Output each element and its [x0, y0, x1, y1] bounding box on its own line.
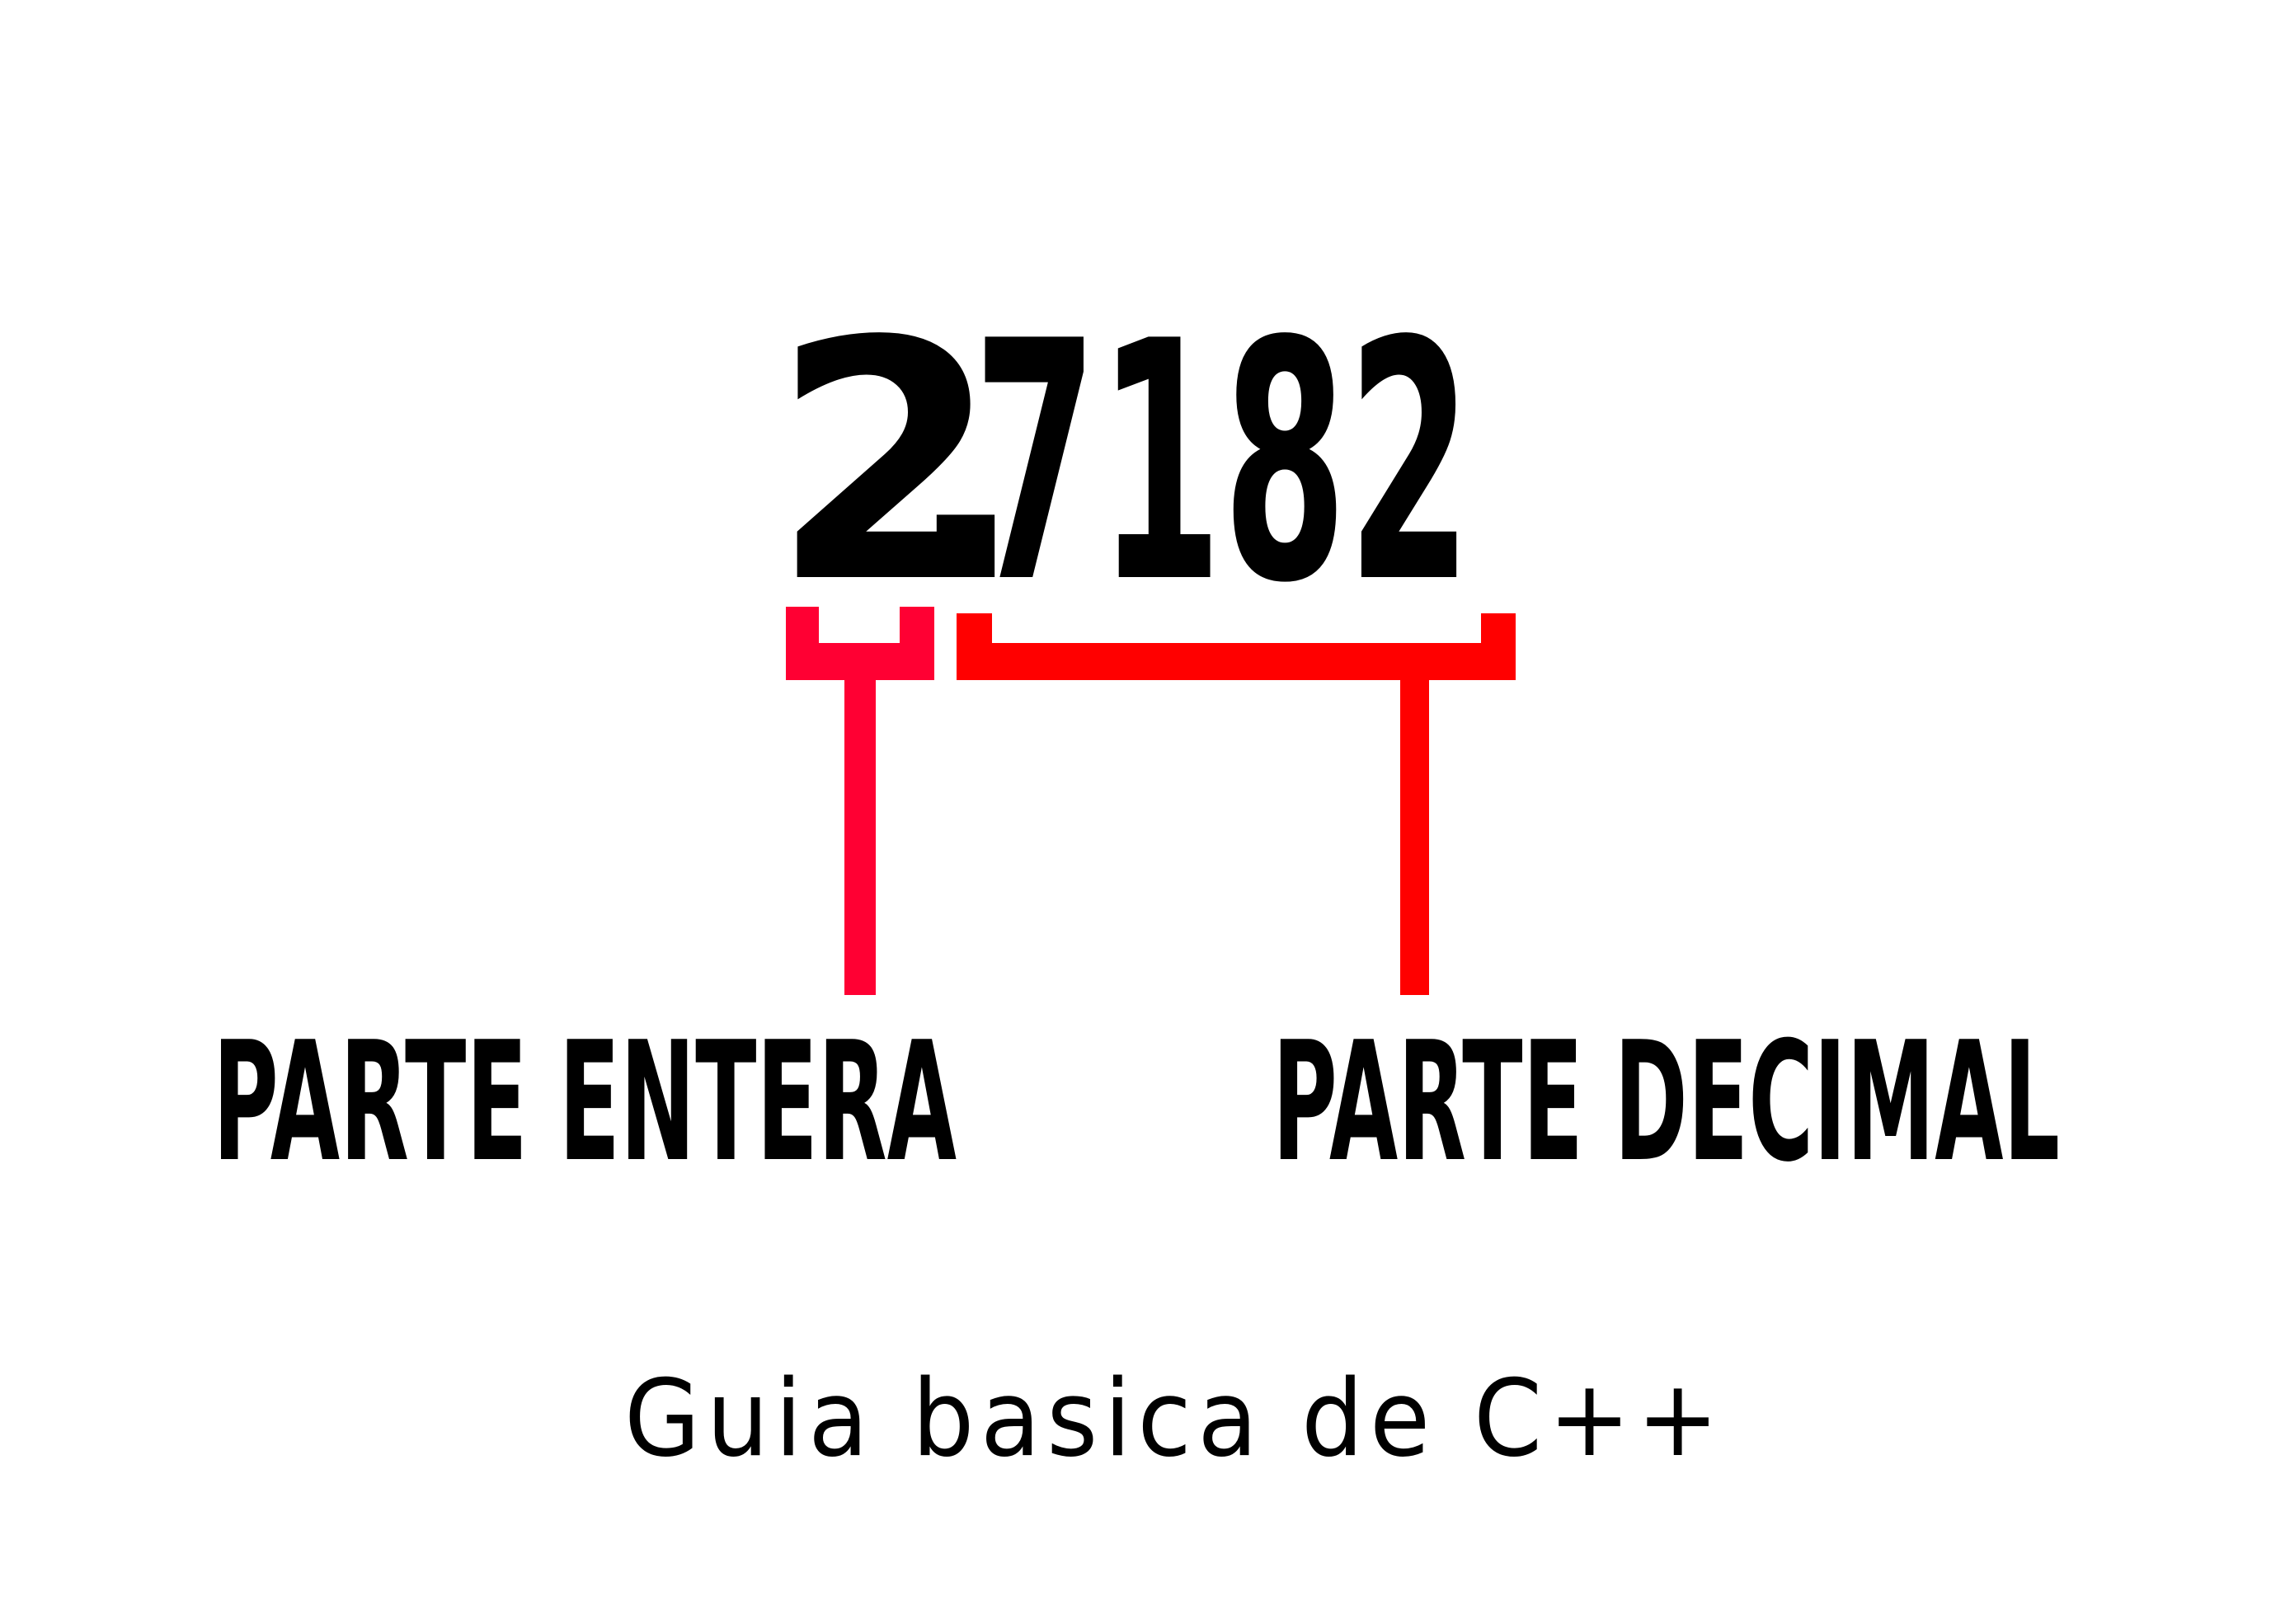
- decimal-point: .: [903, 272, 1028, 655]
- decimal-part-bracket: [957, 613, 1516, 995]
- label-decimal-part: PARTE DECIMAL: [1272, 1007, 2060, 1199]
- decimal-part-digits: 7182: [973, 272, 1472, 655]
- label-integer-part: PARTE ENTERA: [213, 1007, 957, 1199]
- footer-caption: Guia basica de C++: [624, 1358, 1725, 1481]
- integer-part-digit: 2: [771, 272, 1000, 655]
- integer-part-bracket: [786, 607, 934, 995]
